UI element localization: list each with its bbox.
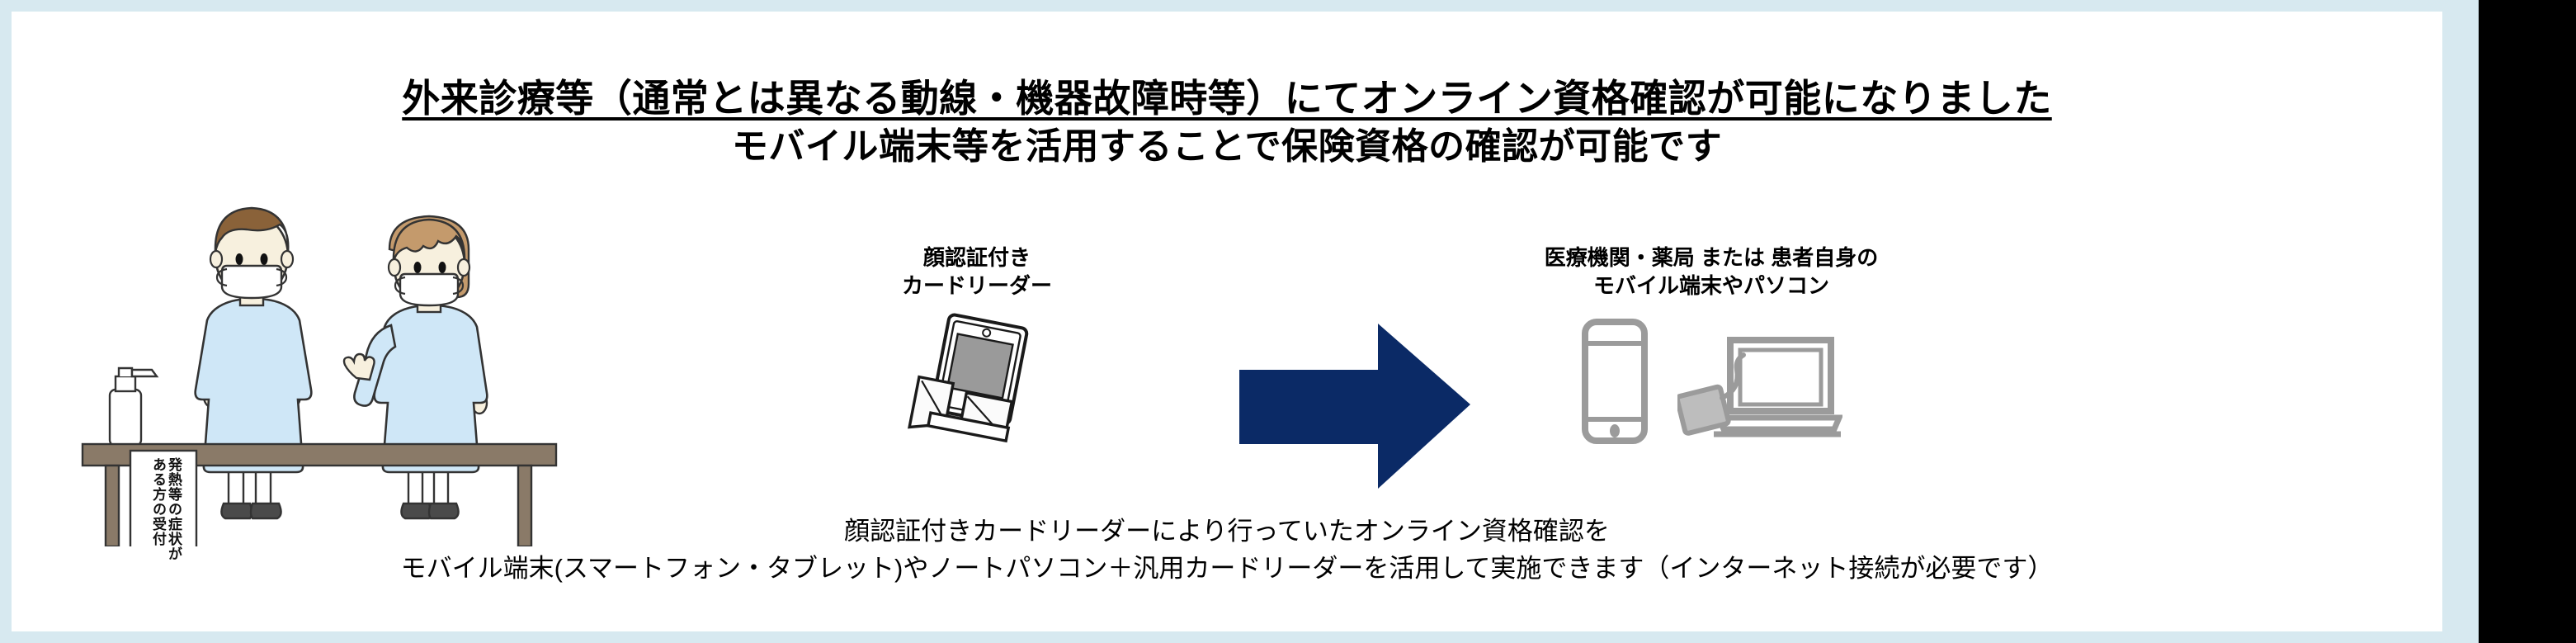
title-line-1: 外来診療等（通常とは異なる動線・機器故障時等）にてオンライン資格確認が可能になり… bbox=[402, 77, 2052, 120]
pointing-hand-icon bbox=[342, 352, 375, 381]
content-canvas: 外来診療等（通常とは異なる動線・機器故障時等）にてオンライン資格確認が可能になり… bbox=[12, 12, 2442, 631]
staff-person-icon bbox=[342, 215, 488, 520]
fever-reception-sign-text: 発熱等の症状が ある方の受付 bbox=[134, 457, 196, 622]
card-reader-group: 顔認証付き カードリーダー bbox=[795, 244, 1158, 465]
user-devices-label-line2: モバイル端末やパソコン bbox=[1592, 272, 1829, 298]
laptop-with-card-reader-icon bbox=[1674, 319, 1844, 448]
sanitizer-bottle-icon bbox=[108, 366, 159, 447]
card-reader-label: 顔認証付き カードリーダー bbox=[795, 244, 1158, 300]
user-devices-group: 医療機関・薬局 または 患者自身の モバイル端末やパソコン bbox=[1472, 244, 1951, 448]
sign-column-2: ある方の受付 bbox=[149, 457, 166, 546]
card-reader-label-line2: カードリーダー bbox=[901, 272, 1052, 298]
face-mask-icon bbox=[220, 264, 283, 300]
caption-line-1: 顔認証付きカードリーダーにより行っていたオンライン資格確認を bbox=[844, 517, 1610, 546]
caption-line-2: モバイル端末(スマートフォン・タブレット)やノートパソコン＋汎用カードリーダーを… bbox=[400, 553, 2054, 583]
user-devices-icons bbox=[1472, 318, 1951, 448]
staff-person-icon bbox=[194, 206, 313, 520]
face-auth-card-reader-icon bbox=[795, 312, 1158, 465]
sign-column-1: 発熱等の症状が bbox=[165, 457, 182, 561]
user-devices-label: 医療機関・薬局 または 患者自身の モバイル端末やパソコン bbox=[1472, 244, 1951, 300]
user-devices-label-line1: 医療機関・薬局 または 患者自身の bbox=[1544, 245, 1879, 270]
smartphone-icon bbox=[1580, 318, 1649, 448]
footer-caption: 顔認証付きカードリーダーにより行っていたオンライン資格確認を モバイル端末(スマ… bbox=[12, 513, 2442, 588]
title-line-2: モバイル端末等を活用することで保険資格の確認が可能です bbox=[731, 126, 1723, 168]
face-mask-icon bbox=[399, 272, 460, 307]
page-title: 外来診療等（通常とは異なる動線・機器故障時等）にてオンライン資格確認が可能になり… bbox=[12, 76, 2442, 168]
reception-desk-staff-illustration: 発熱等の症状が ある方の受付 bbox=[76, 200, 612, 626]
right-arrow-icon bbox=[1239, 324, 1470, 489]
right-black-bar bbox=[2479, 0, 2576, 643]
card-reader-label-line1: 顔認証付き bbox=[922, 245, 1031, 270]
